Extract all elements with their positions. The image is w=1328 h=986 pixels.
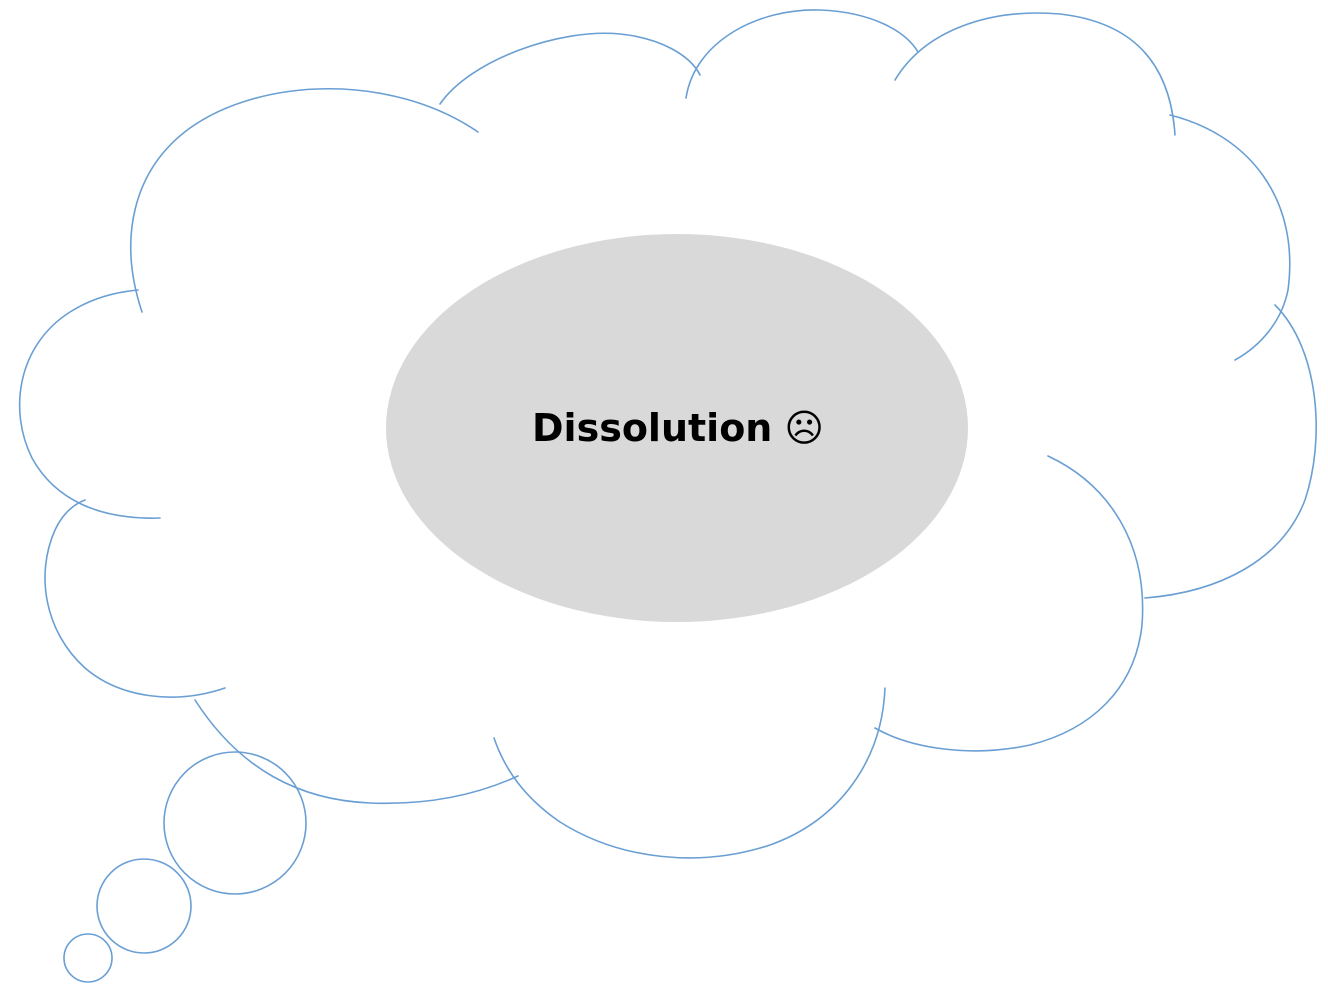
cloud-outline xyxy=(18,9,1317,859)
trail-bubble-small xyxy=(63,933,113,983)
label-text: Dissolution xyxy=(532,406,773,450)
center-ellipse xyxy=(386,234,968,622)
frowning-face-icon: ☹ xyxy=(784,406,824,450)
thought-trail xyxy=(63,751,307,983)
center-label: Dissolution ☹ xyxy=(388,400,968,456)
trail-bubble-large xyxy=(163,751,307,895)
trail-bubble-medium xyxy=(96,858,192,954)
